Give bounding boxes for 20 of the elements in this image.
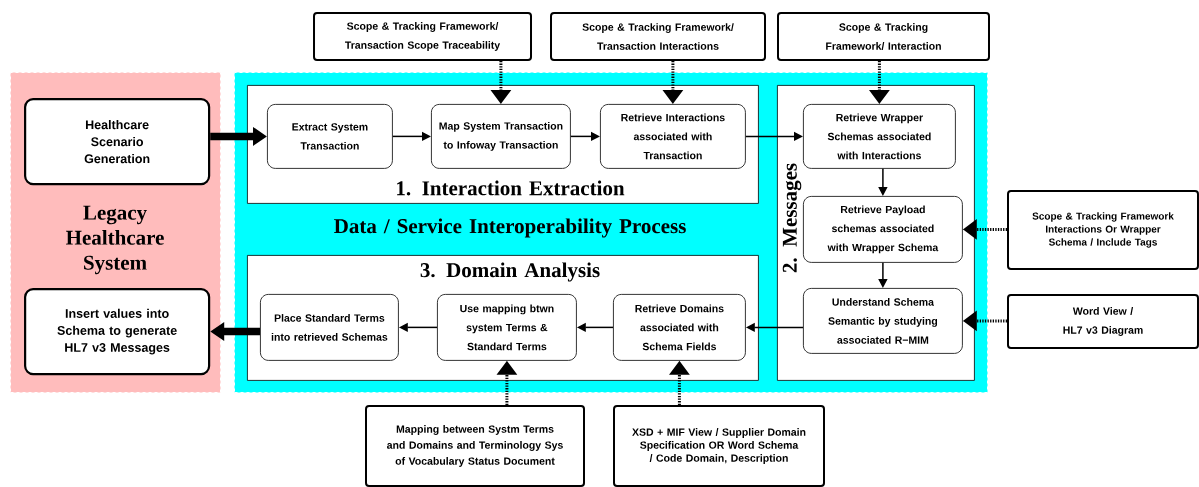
process-box: Use mapping btwn system Terms & Standard Terms	[437, 294, 577, 361]
process-box: Retrieve Domains associated with Schema Fields	[613, 294, 746, 361]
input-box: XSD + MIF View / Supplier Domain Specification OR Word Schema / Code Domain, Description	[613, 405, 825, 487]
arrow	[878, 262, 888, 288]
process-box: Map System Transaction to Infoway Transaction	[431, 104, 571, 169]
process-box: Retrieve Payload schemas associated with Wrapper Schema	[803, 196, 963, 263]
input-box: Scope & Tracking Framework Interactions Or Wrapper Schema / Include Tags	[1007, 190, 1199, 270]
process-box: Retrieve Interactions associated with Transaction	[600, 104, 746, 169]
process-box: Retrieve Wrapper Schemas associated with Interactions	[803, 104, 956, 169]
input-box: Word View / HL7 v3 Diagram	[1007, 294, 1199, 349]
process-box: Extract System Transaction	[267, 104, 393, 169]
process-box: Understand Schema Semantic by studying associated R−MIM	[803, 288, 963, 354]
arrow	[878, 168, 888, 196]
input-box: Mapping between Systm Terms and Domains and Terminology Sys of Vocabulary Status Document	[365, 405, 585, 487]
process-box: Healthcare Scenario Generation	[24, 98, 211, 186]
input-box: Scope & Tracking Framework/ Interaction	[777, 12, 990, 61]
process-box: Insert values into Schema to generate HL7 v3 Messages	[24, 288, 211, 376]
input-box: Scope & Tracking Framework/ Transaction Interactions	[550, 12, 766, 61]
process-box: Place Standard Terms into retrieved Schemas	[260, 294, 399, 361]
input-box: Scope & Tracking Framework/ Transaction Scope Traceability	[313, 12, 532, 61]
